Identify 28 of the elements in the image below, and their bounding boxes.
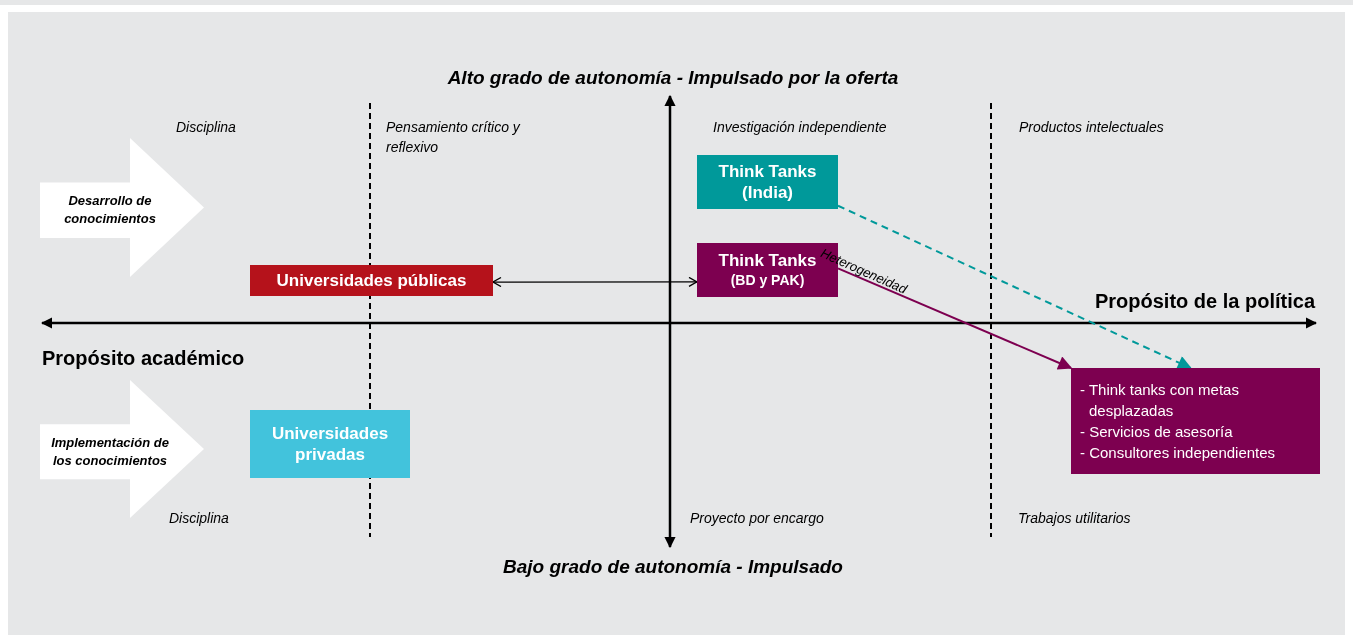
box-label: Universidades privadas [270, 423, 390, 465]
axis-label: Propósito académico [42, 346, 245, 371]
connector-arrow [837, 204, 1192, 370]
axis-label: Proyecto por encargo [690, 509, 824, 528]
list-item: - Consultores independientes [1080, 443, 1277, 463]
category-box [250, 410, 410, 478]
category-box [697, 155, 838, 209]
box-label: Think Tanks (India) [717, 161, 818, 203]
axis-label: Pensamiento crítico y reflexivo [386, 118, 522, 157]
list-item: - Think tanks con metas desplazadas [1080, 380, 1240, 421]
arrow-label: Desarrollo de conocimientos [63, 192, 157, 229]
axis-label: Disciplina [176, 118, 236, 137]
axis-label: Productos intelectuales [1019, 118, 1164, 137]
connector-arrow [492, 276, 698, 288]
category-box [250, 265, 493, 296]
box-label: Think Tanks [718, 250, 817, 271]
box-label: Universidades públicas [276, 270, 467, 291]
list-box [1071, 368, 1320, 474]
axis-label: Alto grado de autonomía - Impulsado por la oferta [447, 66, 899, 90]
arrow-label: Implementación de los conocimientos [50, 433, 170, 470]
box-label: (BD y PAK) [730, 271, 805, 290]
axis-label: Investigación independiente [713, 118, 887, 137]
connector-arrow [837, 267, 1073, 370]
list-item: - Servicios de asesoría [1080, 422, 1234, 442]
axis-label: Trabajos utilitarios [1018, 509, 1131, 528]
axis-label: Propósito de la política [1094, 289, 1315, 314]
axis-label: Bajo grado de autonomía - Impulsado [503, 555, 843, 579]
axis-label: Disciplina [169, 509, 229, 528]
